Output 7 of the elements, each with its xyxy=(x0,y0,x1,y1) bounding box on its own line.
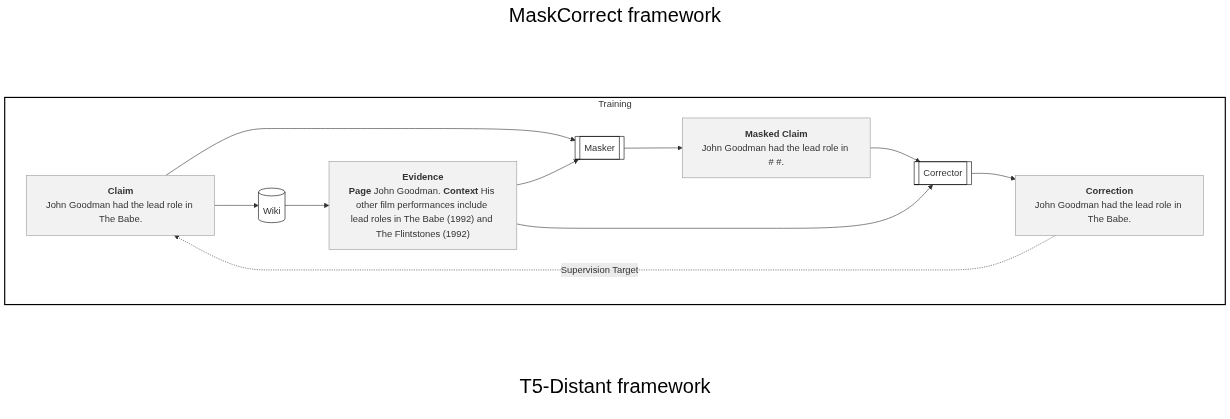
diagram-caption: T5-Distant framework xyxy=(518,375,712,398)
edge-label: Supervision Target xyxy=(560,264,639,275)
node-box: Masked Claim John Goodman had the lead role in # #. xyxy=(682,117,871,179)
diagram-title: MaskCorrect framework xyxy=(507,4,723,27)
node-box: Correction John Goodman had the lead role in The Babe. xyxy=(1015,175,1204,236)
node-box: Claim John Goodman had the lead role in The Babe. xyxy=(26,175,215,236)
node-box: Evidence Page John Goodman. Context His other film performances include lead roles in The Babe (1992) and The Flintstones (1992) xyxy=(328,161,518,250)
